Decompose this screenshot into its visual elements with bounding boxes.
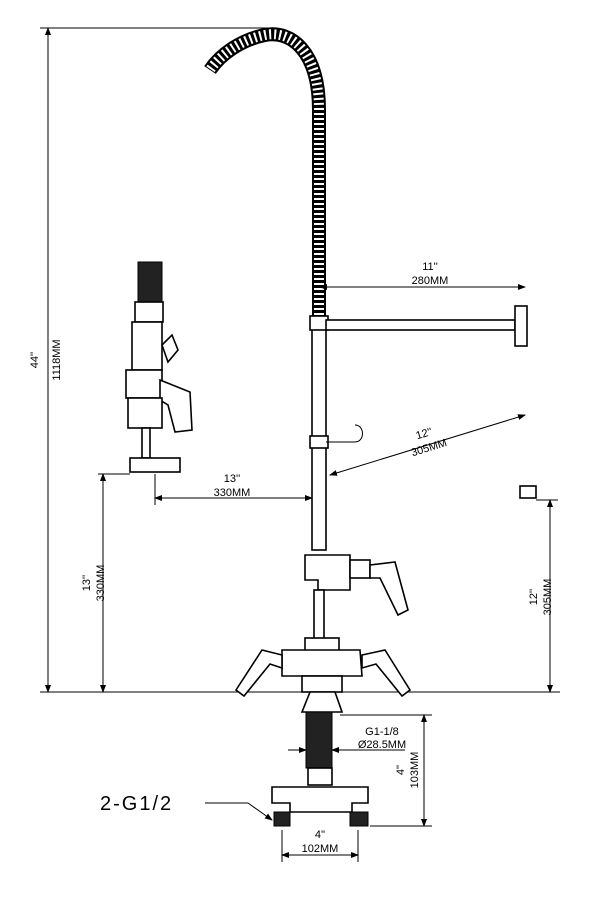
wall-bracket-reach-dimension: 11'' 280MM — [319, 261, 526, 290]
spring-coil — [204, 27, 326, 320]
inlet-spacing-dimension: 4'' 102MM — [281, 829, 359, 862]
sprayer-height-dimension: 13'' 330MM — [81, 473, 130, 693]
shank-length-dimension: 4'' 103MM — [340, 714, 432, 827]
wall-bracket — [325, 305, 528, 347]
svg-text:Ø28.5MM: Ø28.5MM — [358, 739, 406, 751]
svg-text:13'': 13'' — [224, 473, 240, 485]
svg-text:11'': 11'' — [422, 261, 438, 273]
svg-text:330MM: 330MM — [95, 565, 107, 602]
svg-text:G1-1/8: G1-1/8 — [365, 726, 399, 738]
mixing-valve — [234, 637, 412, 698]
inlet-thread-callout: 2-G1/2 — [100, 793, 273, 821]
svg-text:102MM: 102MM — [302, 843, 339, 855]
svg-text:4'': 4'' — [315, 829, 325, 841]
faucet-column — [311, 319, 327, 551]
spout-height-dimension: 12'' 305MM — [528, 499, 558, 693]
sprayer-offset-dimension: 13'' 330MM — [154, 473, 313, 505]
svg-text:2-G1/2: 2-G1/2 — [100, 793, 173, 815]
svg-text:280MM: 280MM — [412, 275, 449, 287]
svg-text:305MM: 305MM — [542, 579, 554, 616]
svg-text:12'': 12'' — [528, 589, 540, 605]
svg-text:103MM: 103MM — [409, 752, 421, 789]
sprayer-hook — [326, 424, 363, 443]
svg-text:305MM: 305MM — [410, 437, 449, 459]
svg-text:12'': 12'' — [415, 426, 434, 442]
svg-text:44'': 44'' — [29, 352, 41, 368]
overall-height-dimension: 44'' 1118MM — [29, 27, 270, 693]
hose — [149, 71, 211, 266]
pre-rinse-sprayer — [125, 261, 193, 473]
svg-text:1118MM: 1118MM — [51, 339, 63, 380]
spout-reach-dimension: 12'' 305MM — [329, 414, 526, 476]
mounting-shank — [271, 691, 369, 827]
svg-text:13'': 13'' — [81, 575, 93, 591]
shank-thread-dimension: G1-1/8 Ø28.5MM — [288, 726, 406, 753]
svg-text:330MM: 330MM — [214, 487, 251, 499]
svg-text:4'': 4'' — [395, 765, 407, 775]
spout-valve — [304, 554, 409, 641]
